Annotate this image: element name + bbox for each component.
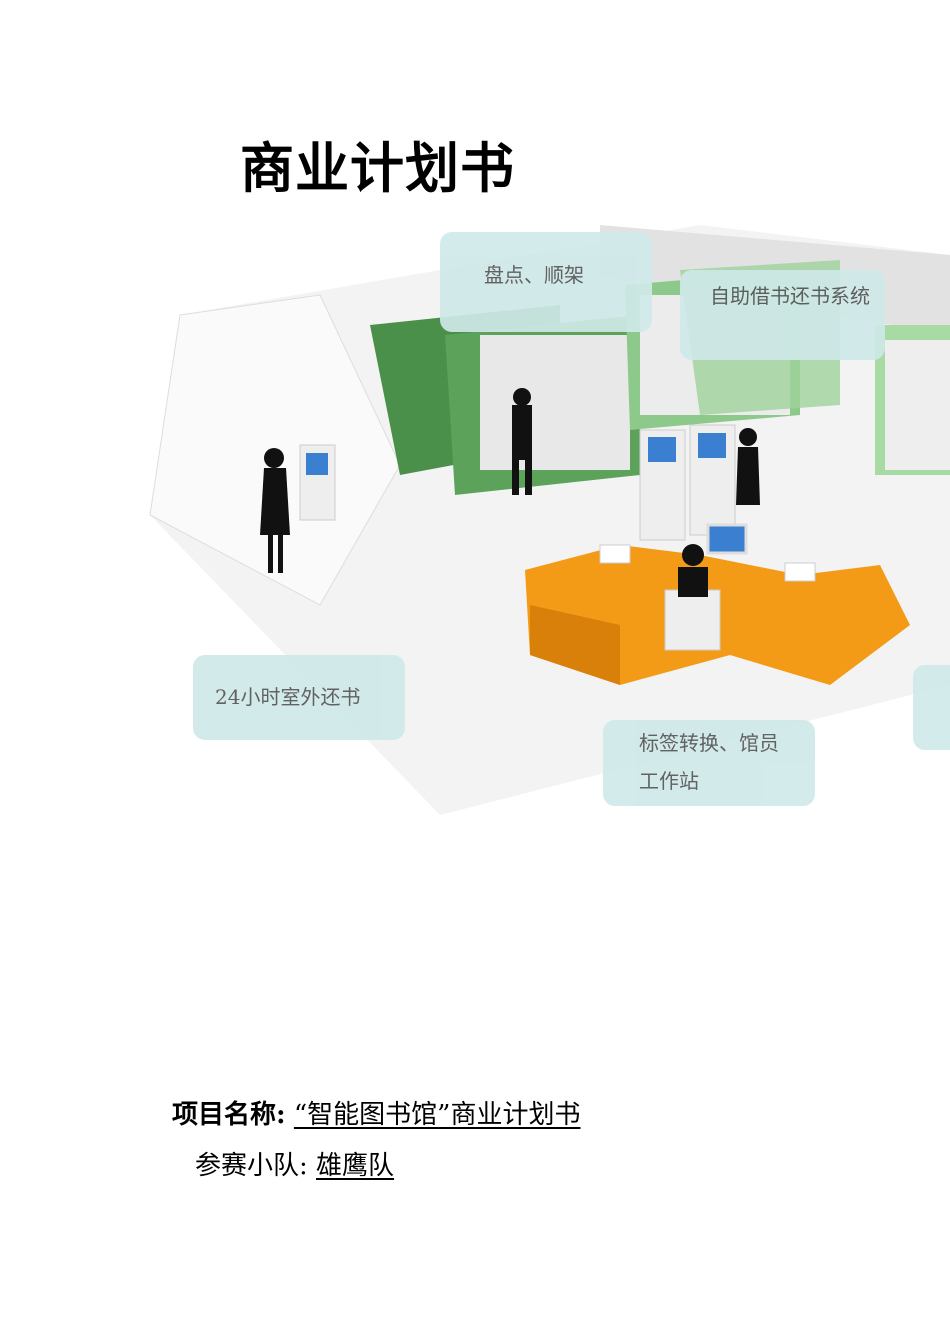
callout-outdoor-return: 24小时室外还书: [193, 655, 405, 740]
callout-partial: [913, 665, 950, 750]
callout-inventory: 盘点、顺架: [440, 232, 652, 332]
team-line: 参赛小队: 雄鹰队: [195, 1145, 394, 1182]
callout-workstation-text: 标签转换、馆员工作站: [639, 731, 779, 793]
callout-workstation: 标签转换、馆员工作站: [603, 720, 815, 806]
project-name-value: “智能图书馆”商业计划书: [293, 1100, 581, 1130]
document-title: 商业计划书: [240, 136, 515, 200]
callout-self-service-text: 自助借书还书系统: [710, 284, 870, 308]
callout-self-service: 自助借书还书系统: [680, 270, 885, 360]
project-name-line: 项目名称: “智能图书馆”商业计划书: [172, 1094, 580, 1131]
project-name-label: 项目名称:: [172, 1100, 286, 1130]
team-label: 参赛小队:: [195, 1151, 308, 1181]
team-value: 雄鹰队: [316, 1151, 395, 1181]
callout-inventory-text: 盘点、顺架: [484, 263, 584, 287]
callout-outdoor-return-text: 24小时室外还书: [215, 685, 361, 709]
